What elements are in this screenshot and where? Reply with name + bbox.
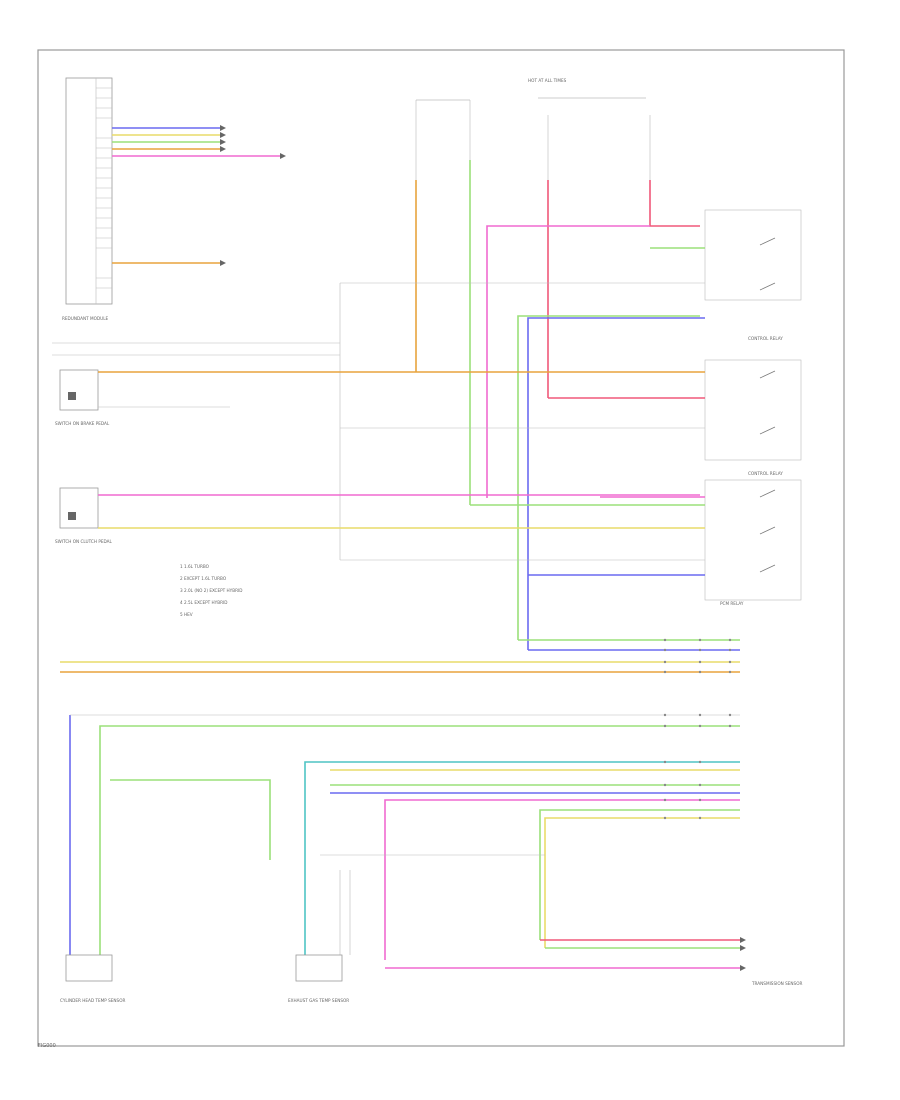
legend-item-5: 5 HEV xyxy=(180,612,193,617)
relay-thin-lines xyxy=(339,282,705,561)
left-switches: SWITCH ON BRAKE PEDAL SWITCH ON CLUTCH P… xyxy=(55,369,113,544)
right-relays: CONTROL RELAY CONTROL RELAY PCM RELAY xyxy=(704,209,802,606)
diagram-frame xyxy=(37,49,845,1047)
legend-item-4: 4 2.5L EXCEPT HYBRID xyxy=(180,600,227,605)
relay-feed-wires xyxy=(470,247,705,576)
legend-item-1: 1 1.6L TURBO xyxy=(180,564,210,569)
mid-connector-bus xyxy=(60,639,740,673)
horizontal-thin-lines xyxy=(52,342,340,408)
right-relay-1-label: CONTROL RELAY xyxy=(748,336,783,341)
lower-sensors: CYLINDER HEAD TEMP SENSOR EXHAUST GAS TE… xyxy=(60,954,803,1003)
switch-left-top-label: SWITCH ON BRAKE PEDAL xyxy=(55,421,110,426)
sensor-mid-label: EXHAUST GAS TEMP SENSOR xyxy=(288,998,349,1003)
lower-connector-pins xyxy=(663,713,732,820)
lower-wires xyxy=(69,714,740,969)
sensor-right-label: TRANSMISSION SENSOR xyxy=(751,981,803,986)
switch-left-bottom-label: SWITCH ON CLUTCH PEDAL xyxy=(55,539,113,544)
hot-feed-top: HOT AT ALL TIMES xyxy=(415,78,651,180)
lower-thin-lines xyxy=(320,854,545,955)
vertical-wires xyxy=(415,160,705,650)
sensor-left-label: CYLINDER HEAD TEMP SENSOR xyxy=(60,998,125,1003)
hot-label: HOT AT ALL TIMES xyxy=(528,78,567,83)
module-output-wires xyxy=(112,127,280,264)
figure-code: FIG000 xyxy=(38,1043,56,1049)
mid-connector-pins xyxy=(663,638,732,674)
right-relay-3-label: PCM RELAY xyxy=(720,601,744,606)
right-pointer-arrows xyxy=(740,937,746,971)
legend-item-3: 3 2.0L (NO 2) EXCEPT HYBRID xyxy=(180,588,242,593)
horizontal-wires xyxy=(98,371,705,529)
right-relay-2-label: CONTROL RELAY xyxy=(748,471,783,476)
module-left: REDUNDANT MODULE xyxy=(62,77,113,321)
module-left-label: REDUNDANT MODULE xyxy=(62,316,109,321)
legend-item-2: 2 EXCEPT 1.6L TURBO xyxy=(180,576,227,581)
legend: 1 1.6L TURBO 2 EXCEPT 1.6L TURBO 3 2.0L … xyxy=(180,564,242,617)
module-arrow-heads xyxy=(220,125,286,266)
